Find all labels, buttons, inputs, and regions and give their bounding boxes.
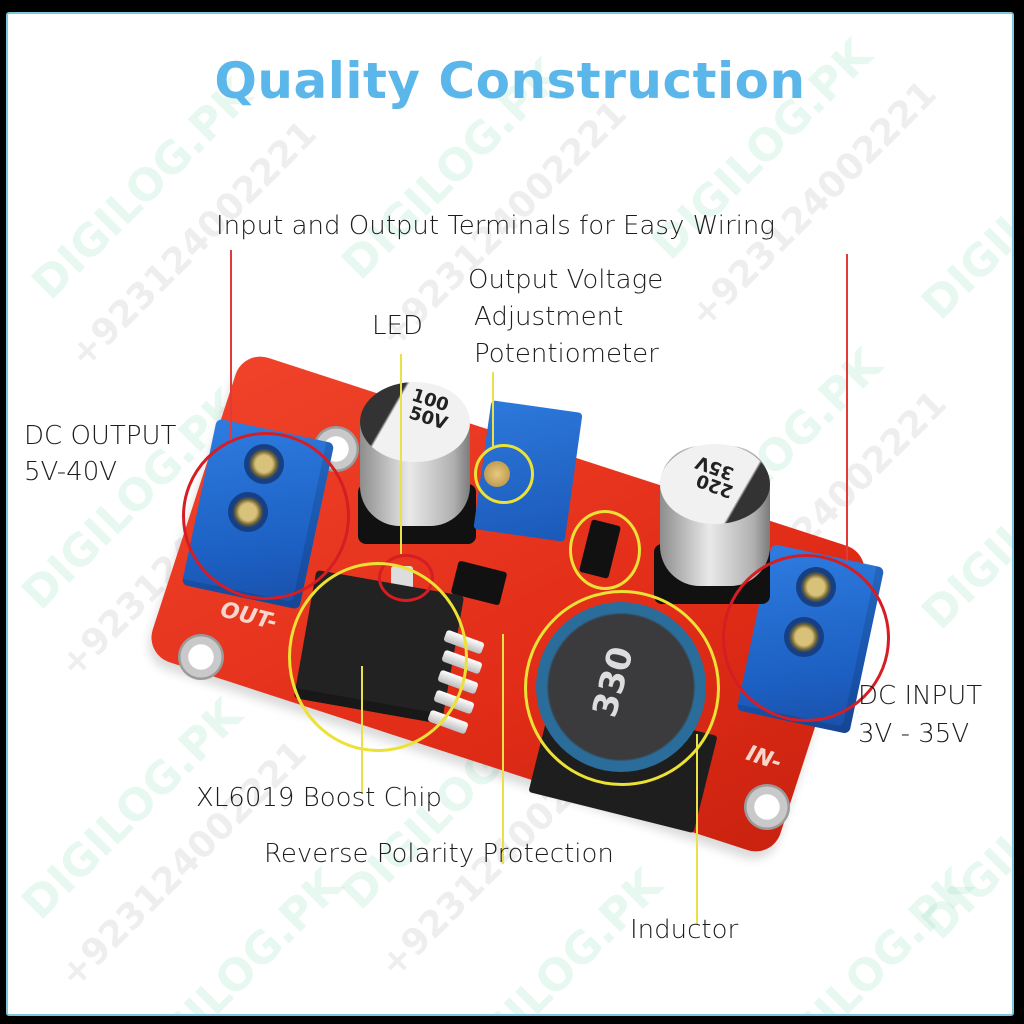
watermark-brand: DIGILOG.PK	[912, 89, 1014, 330]
label-dc-output-range: 5V-40V	[24, 457, 118, 487]
leader-line-input-terminal	[846, 254, 848, 562]
label-potentiometer-line3: Potentiometer	[474, 339, 659, 369]
watermark-brand: DIGILOG.PK	[742, 859, 983, 1016]
label-potentiometer-line2: Adjustment	[474, 302, 624, 332]
label-dc-output-title: DC OUTPUT	[24, 421, 177, 451]
callout-ring-reverse-polarity	[569, 510, 641, 590]
leader-line-reverse-polarity	[502, 634, 504, 864]
label-dc-input-title: DC INPUT	[858, 681, 983, 711]
mounting-hole	[178, 634, 224, 680]
callout-ring-boost-chip	[288, 562, 468, 752]
label-potentiometer-line1: Output Voltage	[468, 265, 664, 295]
capacitor-top: 35V 220	[660, 444, 770, 524]
label-terminals: Input and Output Terminals for Easy Wiri…	[216, 211, 775, 241]
callout-ring-inductor	[524, 590, 720, 786]
label-inductor: Inductor	[630, 915, 739, 945]
label-reverse-polarity: Reverse Polarity Protection	[264, 839, 614, 869]
infographic-frame: DIGILOG.PK +923124002221 DIGILOG.PK +923…	[6, 12, 1014, 1016]
watermark-brand: DIGILOG.PK	[912, 399, 1014, 640]
leader-line-inductor	[696, 734, 698, 924]
leader-line-output-terminal	[230, 250, 232, 440]
page-title: Quality Construction	[214, 52, 806, 110]
leader-line-boost-chip	[361, 666, 363, 794]
leader-line-potentiometer	[492, 372, 494, 448]
label-dc-input-range: 3V - 35V	[858, 719, 970, 749]
watermark-brand: DIGILOG.PK	[112, 859, 353, 1016]
leader-line-led	[400, 354, 402, 554]
label-led: LED	[372, 311, 423, 341]
mounting-hole	[744, 784, 790, 830]
callout-ring-potentiometer	[474, 444, 534, 504]
label-boost-chip: XL6019 Boost Chip	[196, 783, 442, 813]
capacitor-top: 100 50V	[360, 382, 470, 462]
callout-ring-dc-input	[722, 554, 890, 722]
callout-ring-dc-output	[182, 432, 350, 600]
watermark-phone: +923124002221	[681, 73, 945, 336]
